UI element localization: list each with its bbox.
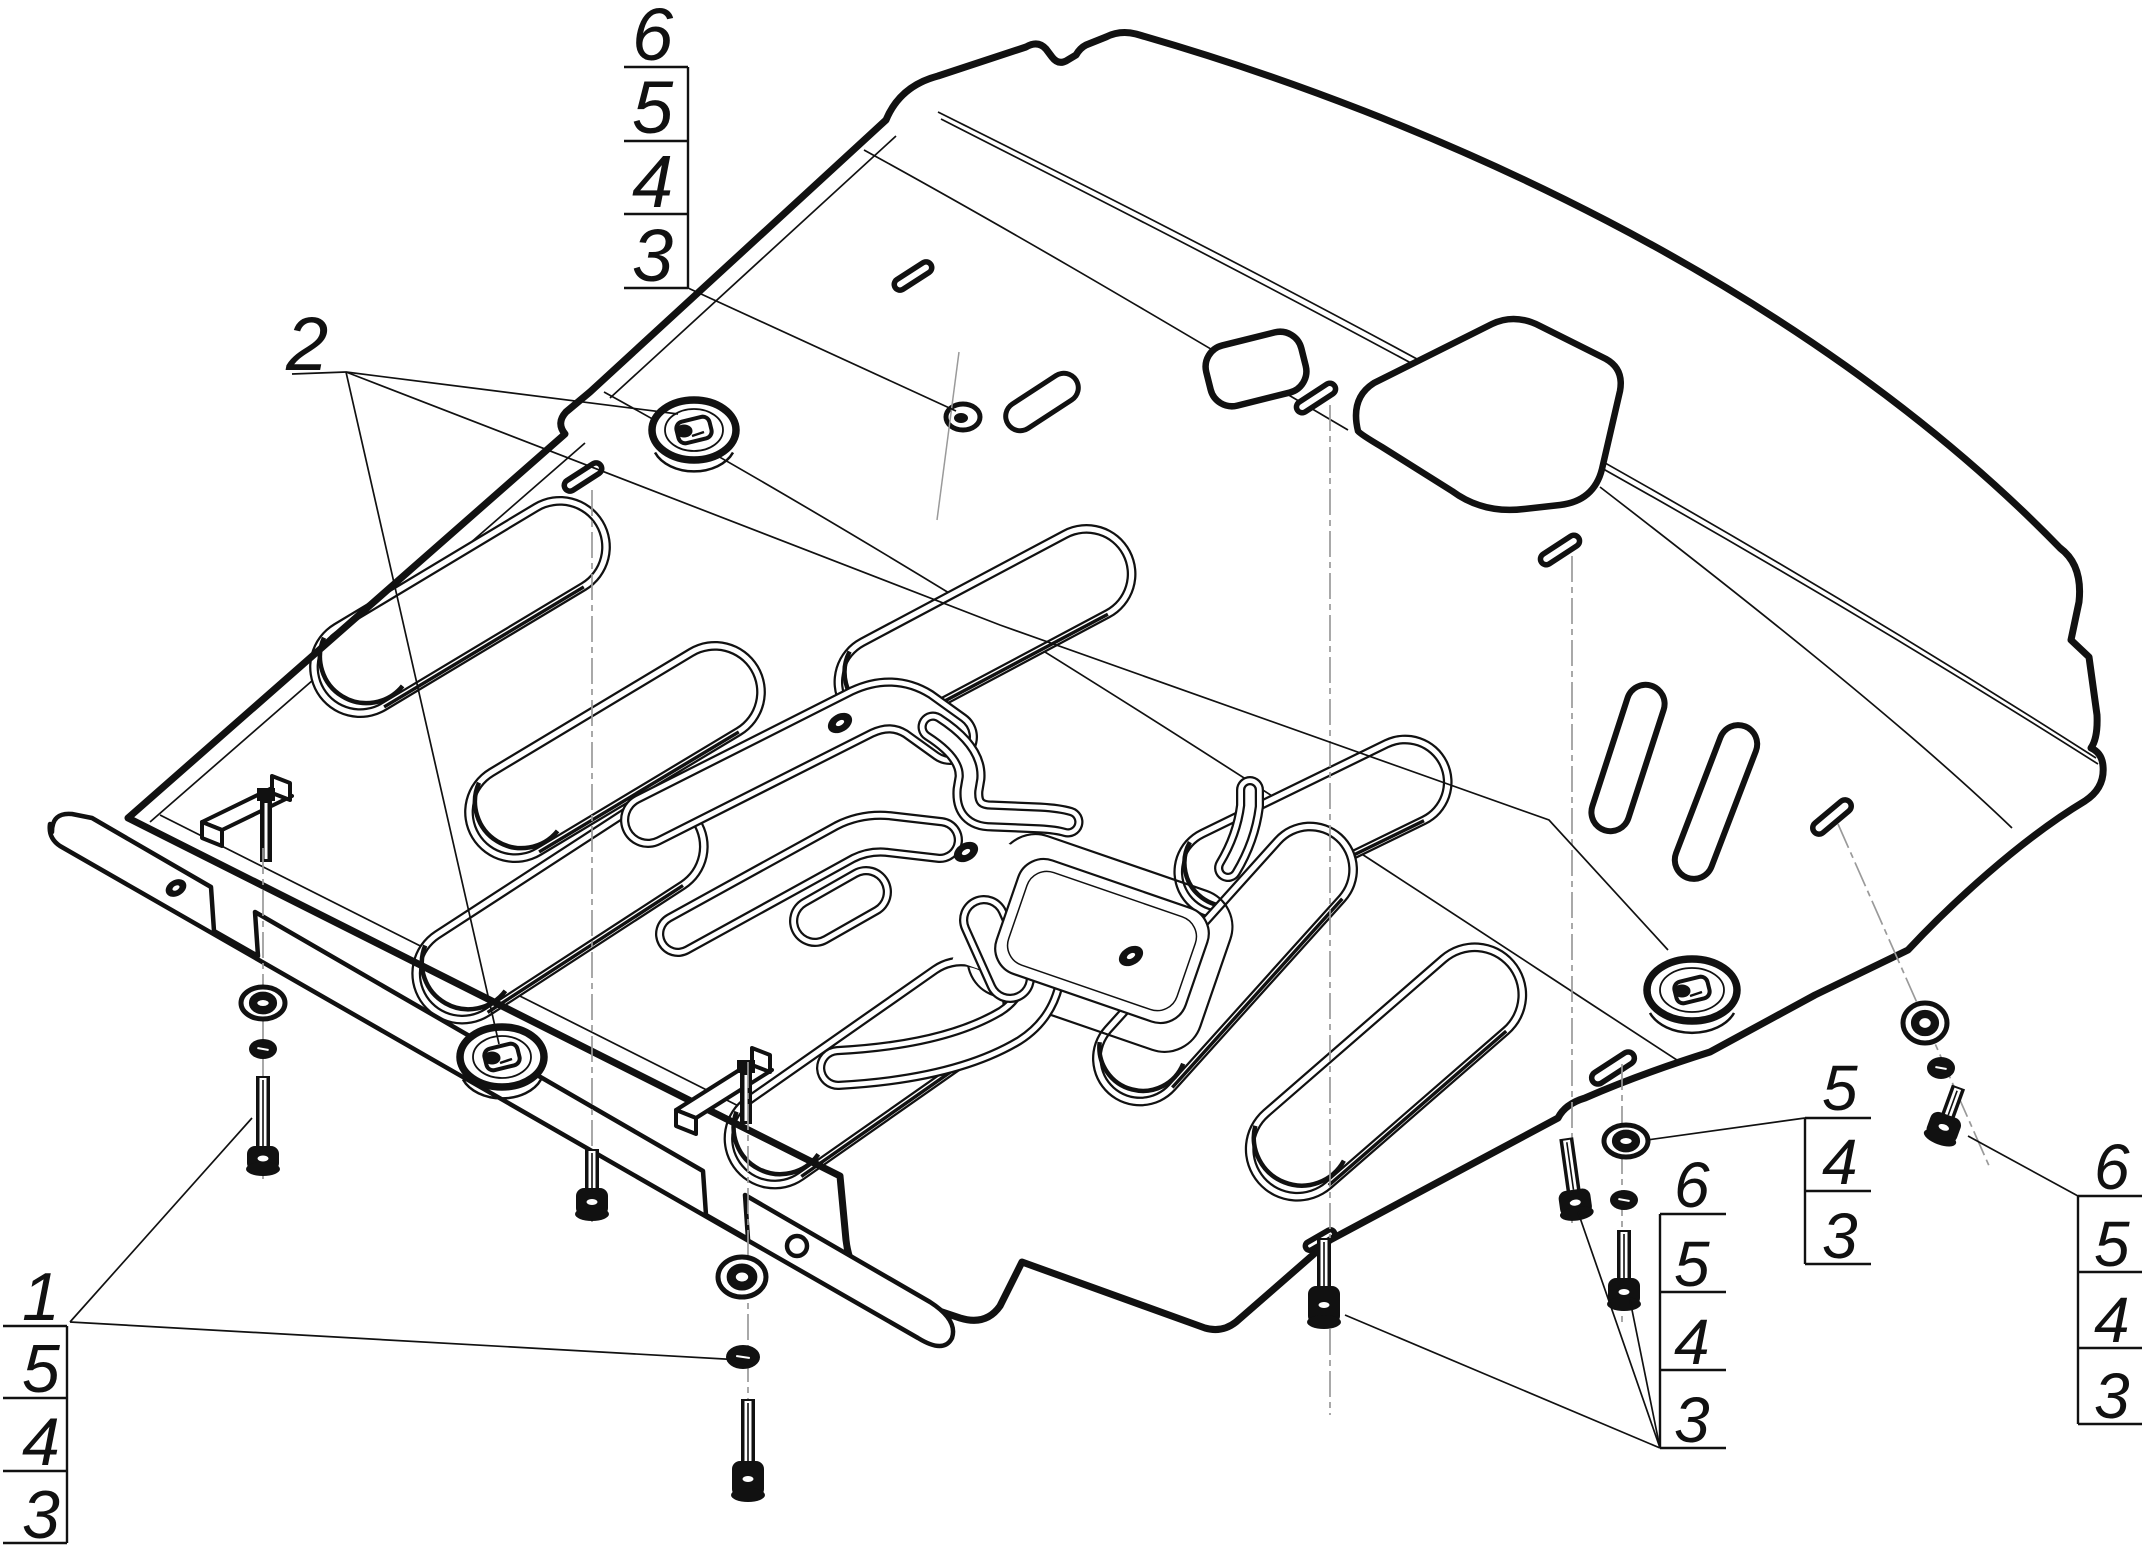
svg-text:1: 1 bbox=[22, 1259, 60, 1335]
svg-text:3: 3 bbox=[632, 214, 673, 297]
svg-text:6: 6 bbox=[1674, 1149, 1710, 1221]
svg-text:4: 4 bbox=[1822, 1126, 1858, 1198]
svg-text:5: 5 bbox=[1674, 1228, 1710, 1300]
svg-text:3: 3 bbox=[1822, 1200, 1858, 1272]
svg-text:4: 4 bbox=[2094, 1284, 2130, 1356]
svg-text:6: 6 bbox=[632, 0, 674, 76]
svg-text:5: 5 bbox=[22, 1331, 60, 1407]
svg-text:6: 6 bbox=[2094, 1131, 2130, 1203]
svg-text:5: 5 bbox=[1822, 1052, 1858, 1124]
svg-text:4: 4 bbox=[632, 140, 673, 223]
svg-text:5: 5 bbox=[632, 66, 674, 149]
svg-text:3: 3 bbox=[1674, 1384, 1710, 1456]
svg-text:3: 3 bbox=[2094, 1360, 2130, 1432]
svg-text:3: 3 bbox=[22, 1477, 60, 1552]
svg-text:4: 4 bbox=[22, 1404, 60, 1480]
svg-text:4: 4 bbox=[1674, 1306, 1710, 1378]
svg-text:2: 2 bbox=[285, 302, 328, 387]
svg-text:5: 5 bbox=[2094, 1208, 2130, 1280]
